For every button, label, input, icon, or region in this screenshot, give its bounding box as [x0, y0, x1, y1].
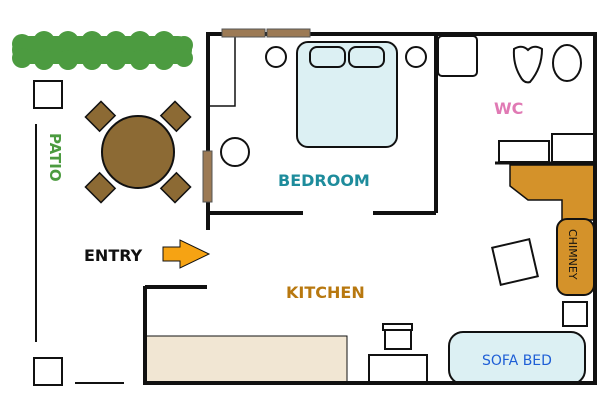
entry-label: ENTRY: [84, 246, 143, 265]
armchair: [491, 238, 539, 286]
chimney-hearth: [509, 164, 595, 221]
window: [266, 28, 311, 38]
nightstand: [405, 46, 427, 68]
chair: [159, 171, 192, 204]
walls: [143, 32, 597, 385]
wc-cabinet: [498, 140, 550, 163]
dining-table: [101, 115, 175, 189]
kitchen-label: KITCHEN: [286, 283, 365, 302]
wc-cabinet: [551, 133, 595, 163]
desk: [368, 354, 428, 383]
entry-arrow-icon[interactable]: [162, 239, 211, 269]
bedroom-chair: [220, 137, 250, 167]
bed: [296, 41, 398, 148]
chair: [159, 100, 192, 133]
wc-label: WC: [494, 99, 523, 118]
shower: [437, 35, 478, 77]
chair: [84, 171, 117, 204]
sofa-bed-label: SOFA BED: [482, 353, 552, 369]
stool-seat: [384, 328, 412, 350]
hedge: [12, 31, 193, 70]
chair: [84, 100, 117, 133]
closet: [207, 33, 236, 107]
patio-post: [33, 80, 63, 109]
patio-post: [33, 357, 63, 386]
pillow: [309, 46, 346, 68]
toilet: [552, 44, 582, 82]
bedroom-label: BEDROOM: [278, 171, 370, 190]
window: [221, 28, 266, 38]
sink: [512, 45, 544, 84]
side-table: [562, 301, 588, 327]
pillow: [348, 46, 385, 68]
window: [202, 150, 213, 203]
stool-top: [382, 323, 413, 331]
chimney-label: CHIMNEY: [566, 229, 579, 280]
kitchen-counter: [145, 335, 348, 384]
dining-set: [84, 100, 192, 204]
nightstand: [265, 46, 287, 68]
patio-label: PATIO: [46, 133, 64, 182]
